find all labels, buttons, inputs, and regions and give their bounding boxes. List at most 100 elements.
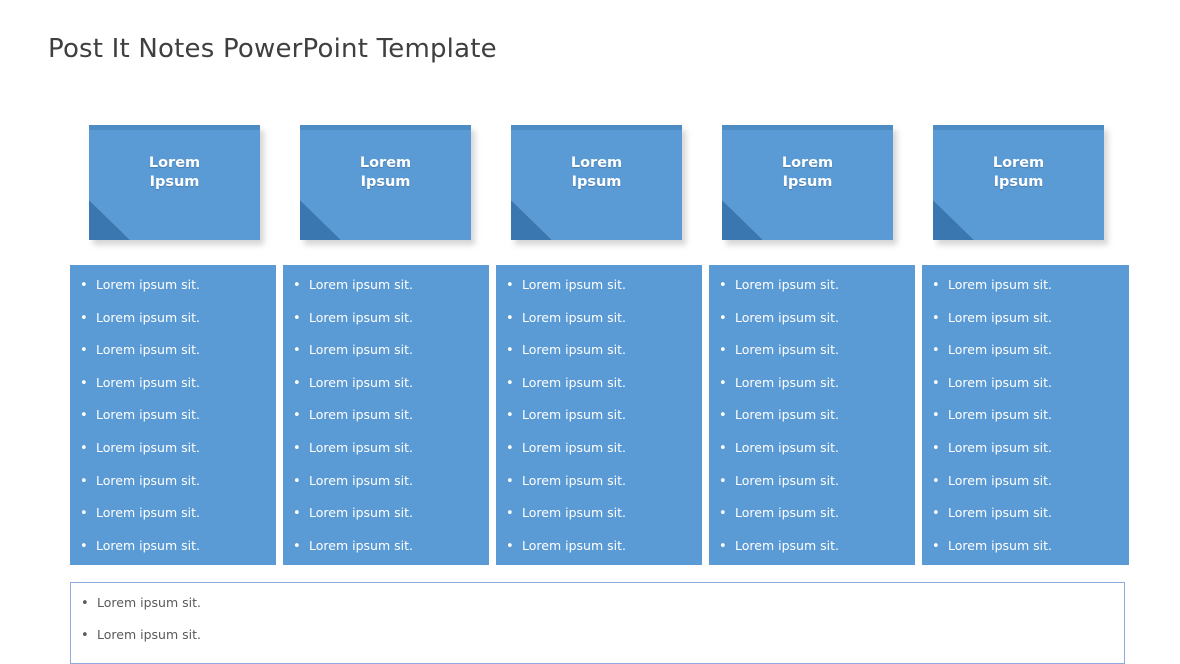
list-item-text: Lorem ipsum sit. — [522, 277, 626, 292]
bullet-dot-icon: • — [80, 473, 88, 489]
list-item-text: Lorem ipsum sit. — [309, 342, 413, 358]
list-item-text: Lorem ipsum sit. — [948, 537, 1052, 553]
list-item-text: Lorem ipsum sit. — [735, 277, 839, 292]
bullet-dot-icon: • — [932, 506, 940, 522]
list-item[interactable]: •Lorem ipsum sit. — [293, 440, 479, 475]
list-item[interactable]: •Lorem ipsum sit. — [719, 277, 905, 312]
list-item[interactable]: •Lorem ipsum sit. — [506, 311, 692, 345]
list-item[interactable]: • Lorem ipsum sit. — [506, 537, 692, 573]
list-item[interactable]: •Lorem ipsum sit. — [719, 409, 905, 442]
list-item[interactable]: •Lorem ipsum sit. — [80, 439, 266, 475]
list-item[interactable]: • Lorem ipsum sit. — [932, 309, 1119, 345]
list-item[interactable]: •Lorem ipsum sit. — [719, 344, 905, 377]
bullet-dot-icon: • — [293, 473, 301, 489]
list-item[interactable]: •Lorem ipsum sit. — [81, 596, 1114, 629]
list-item[interactable]: •Lorem ipsum sit. — [293, 473, 479, 508]
bullet-dot-icon: • — [719, 506, 727, 522]
list-item[interactable]: •Lorem ipsum sit. — [80, 310, 266, 345]
note-label: Lorem Ipsum — [511, 125, 682, 221]
list-item[interactable]: •Lorem ipsum sit. — [80, 344, 266, 377]
post-it-note-3[interactable]: Lorem Ipsum — [511, 125, 686, 245]
list-item[interactable]: •Lorem ipsum sit. — [293, 310, 479, 345]
list-item[interactable]: •Lorem ipsum sit. — [80, 278, 266, 312]
list-item[interactable]: •Lorem ipsum sit. — [719, 311, 905, 345]
list-item-text: Lorem ipsum sit. — [948, 505, 1052, 521]
list-item[interactable]: • Lorem ipsum sit. — [932, 507, 1119, 540]
list-item[interactable]: •Lorem ipsum sit. — [719, 473, 905, 508]
list-item[interactable]: •Lorem ipsum sit. — [293, 278, 479, 312]
list-item[interactable]: •Lorem ipsum sit. — [293, 344, 479, 377]
list-item[interactable]: •Lorem ipsum sit. — [506, 507, 692, 540]
note-label-line2: Ipsum — [782, 174, 833, 190]
bullet-dot-icon: • — [293, 506, 301, 522]
bullet-panel-3[interactable]: • Lorem ipsum sit. • Lorem ipsum sit. • Lor… — [496, 265, 702, 565]
bullet-dot-icon: • — [506, 538, 514, 554]
list-item[interactable]: •Lorem ipsum sit. — [293, 376, 479, 410]
post-it-note-4[interactable]: Lorem Ipsum — [722, 125, 897, 245]
list-item[interactable]: •Lorem ipsum sit. — [932, 537, 1119, 573]
list-item[interactable]: •Lorem ipsum sit. — [80, 539, 266, 573]
note-label: Lorem Ipsum — [300, 125, 471, 221]
bullet-dot-icon: • — [506, 408, 514, 424]
bullet-dot-icon: • — [293, 310, 301, 326]
list-item[interactable]: • Lorem ipsum sit. — [506, 409, 692, 442]
list-item-text: Lorem ipsum sit. — [96, 439, 200, 455]
bullet-dot-icon: • — [932, 408, 940, 424]
list-item[interactable]: •Lorem ipsum sit. — [932, 278, 1119, 312]
list-item[interactable]: •Lorem ipsum sit. — [932, 474, 1119, 508]
list-item[interactable]: •Lorem ipsum sit. — [80, 409, 266, 442]
bullet-panel-2[interactable]: •Lorem ipsum sit. •Lorem ipsum sit. •Lor… — [283, 265, 489, 565]
bullet-dot-icon: • — [719, 538, 727, 554]
note-label-line1: Lorem — [781, 154, 834, 171]
list-item[interactable]: •Lorem ipsum sit. — [293, 539, 479, 573]
bullet-dot-icon: • — [80, 343, 88, 359]
list-item[interactable]: •Lorem ipsum sit. — [932, 409, 1119, 442]
bullet-panel-5[interactable]: • Lorem ipsum sit. • Lorem ipsum sit. • Lor… — [922, 265, 1129, 565]
list-item[interactable]: •Lorem ipsum sit. — [506, 474, 692, 508]
list-item[interactable]: •Lorem ipsum sit. — [81, 628, 1114, 661]
list-item-text: Lorem ipsum sit. — [522, 342, 626, 358]
bottom-notes-box[interactable]: •Lorem ipsum sit. •Lorem ipsum sit. — [70, 582, 1125, 664]
list-item[interactable]: •Lorem ipsum sit. — [932, 376, 1119, 410]
bullet-dot-icon: • — [80, 310, 88, 326]
list-item[interactable]: •Lorem ipsum sit. — [293, 507, 479, 540]
post-it-notes-row: Lorem Ipsum Lorem Ipsum Lorem Ipsum Lore… — [89, 125, 1108, 245]
list-item[interactable]: •Lorem ipsum sit. — [80, 507, 266, 540]
bullet-dot-icon: • — [506, 440, 514, 456]
note-label: Lorem Ipsum — [933, 125, 1104, 221]
note-top-band — [89, 125, 260, 130]
note-label-line2: Ipsum — [149, 174, 200, 190]
list-item[interactable]: •Lorem ipsum sit. — [932, 344, 1119, 377]
bullet-panel-4[interactable]: •Lorem ipsum sit. •Lorem ipsum sit. •Lor… — [709, 265, 915, 565]
post-it-note-5[interactable]: Lorem Ipsum — [933, 125, 1108, 245]
list-item[interactable]: •Lorem ipsum sit. — [719, 507, 905, 540]
bullet-dot-icon: • — [506, 375, 514, 391]
bullet-panel-1[interactable]: •Lorem ipsum sit. •Lorem ipsum sit. •Lor… — [70, 265, 276, 565]
bullet-dot-icon: • — [80, 408, 88, 424]
list-item[interactable]: •Lorem ipsum sit. — [719, 376, 905, 410]
list-item[interactable]: •Lorem ipsum sit. — [506, 375, 692, 410]
list-item-text: Lorem ipsum sit. — [522, 505, 626, 521]
list-item[interactable]: •Lorem ipsum sit. — [932, 441, 1119, 475]
bullet-dot-icon: • — [719, 473, 727, 489]
list-item[interactable]: •Lorem ipsum sit. — [506, 344, 692, 377]
list-item-text: Lorem ipsum sit. — [522, 407, 626, 423]
note-label-line1: Lorem — [359, 154, 412, 171]
bullet-dot-icon: • — [932, 310, 940, 326]
list-item[interactable]: •Lorem ipsum sit. — [80, 376, 266, 410]
list-item-text: Lorem ipsum sit. — [948, 309, 1052, 325]
note-body — [89, 125, 260, 240]
bullet-dot-icon: • — [293, 440, 301, 456]
list-item[interactable]: •Lorem ipsum sit. — [80, 473, 266, 508]
list-item[interactable]: •Lorem ipsum sit. — [719, 538, 905, 573]
note-body — [933, 125, 1104, 240]
list-item[interactable]: •Lorem ipsum sit. — [506, 277, 692, 312]
list-item[interactable]: •Lorem ipsum sit. — [293, 409, 479, 442]
post-it-note-2[interactable]: Lorem Ipsum — [300, 125, 475, 245]
post-it-note-1[interactable]: Lorem Ipsum — [89, 125, 264, 245]
note-label-line1: Lorem — [148, 154, 201, 171]
list-item[interactable]: •Lorem ipsum sit. — [506, 440, 692, 475]
bullet-panels-row: • Lorem ipsum sit. • Lorem ipsum sit. • Lor… — [70, 265, 1129, 565]
list-item[interactable]: •Lorem ipsum sit. — [719, 441, 905, 475]
list-item-text: Lorem ipsum sit. — [522, 537, 626, 553]
